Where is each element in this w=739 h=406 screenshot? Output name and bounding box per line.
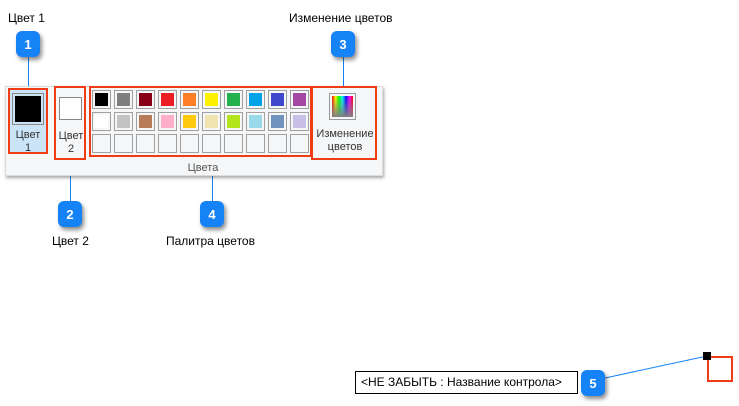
- palette-swatch[interactable]: [158, 90, 177, 109]
- palette-swatch[interactable]: [114, 90, 133, 109]
- palette-swatch[interactable]: [180, 134, 199, 153]
- palette-swatch[interactable]: [290, 134, 309, 153]
- palette-swatch[interactable]: [114, 112, 133, 131]
- palette-swatch[interactable]: [268, 90, 287, 109]
- palette-swatch[interactable]: [114, 134, 133, 153]
- color1-label: Цвет: [15, 129, 41, 141]
- palette-swatch[interactable]: [202, 90, 221, 109]
- group-label: Цвета: [187, 162, 219, 174]
- callout-badge-1: 1: [16, 31, 40, 57]
- palette-swatch[interactable]: [268, 134, 287, 153]
- palette-swatch[interactable]: [92, 90, 111, 109]
- palette-swatch[interactable]: [202, 134, 221, 153]
- color1-num: 1: [24, 142, 32, 154]
- callout-badge-2: 2: [58, 201, 82, 227]
- highlight-edit-colors: [311, 86, 377, 160]
- palette-swatch[interactable]: [92, 112, 111, 131]
- palette-swatch[interactable]: [290, 90, 309, 109]
- highlight-color1: [8, 88, 48, 154]
- palette-swatch[interactable]: [246, 112, 265, 131]
- callout-badge-3: 3: [331, 31, 355, 57]
- anchor-marker: [703, 352, 711, 360]
- palette-swatch[interactable]: [180, 112, 199, 131]
- color-palette: [92, 90, 314, 156]
- color2-label: Цвет: [58, 130, 84, 142]
- color2-num: 2: [67, 143, 75, 155]
- color-spectrum-icon: [332, 96, 353, 117]
- callout-line-3: [343, 56, 344, 96]
- callout-label-palette: Палитра цветов: [166, 234, 255, 248]
- palette-swatch[interactable]: [136, 112, 155, 131]
- callout-label-edit-colors: Изменение цветов: [289, 11, 393, 25]
- palette-swatch[interactable]: [224, 134, 243, 153]
- callout-line-2: [70, 160, 71, 202]
- palette-swatch[interactable]: [290, 112, 309, 131]
- palette-swatch[interactable]: [180, 90, 199, 109]
- callout-line-1: [28, 56, 29, 88]
- highlight-color2: [54, 86, 86, 160]
- palette-swatch[interactable]: [224, 112, 243, 131]
- palette-swatch[interactable]: [158, 112, 177, 131]
- palette-swatch[interactable]: [136, 134, 155, 153]
- edit-colors-label-1: Изменение: [316, 128, 374, 140]
- palette-swatch[interactable]: [246, 134, 265, 153]
- callout-label-5: <НЕ ЗАБЫТЬ : Название контрола>: [355, 371, 578, 394]
- color2-swatch: [59, 97, 82, 120]
- callout-badge-4: 4: [200, 201, 224, 227]
- palette-swatch[interactable]: [158, 134, 177, 153]
- palette-swatch[interactable]: [224, 90, 243, 109]
- palette-swatch[interactable]: [202, 112, 221, 131]
- callout-label-color1: Цвет 1: [8, 11, 45, 25]
- palette-swatch[interactable]: [246, 90, 265, 109]
- palette-swatch[interactable]: [136, 90, 155, 109]
- palette-swatch[interactable]: [92, 134, 111, 153]
- edit-colors-label-2: цветов: [327, 141, 363, 153]
- color1-swatch: [15, 96, 41, 122]
- callout-label-color2: Цвет 2: [52, 234, 89, 248]
- highlight-unnamed-control: [707, 356, 733, 382]
- callout-badge-5: 5: [581, 370, 605, 396]
- palette-swatch[interactable]: [268, 112, 287, 131]
